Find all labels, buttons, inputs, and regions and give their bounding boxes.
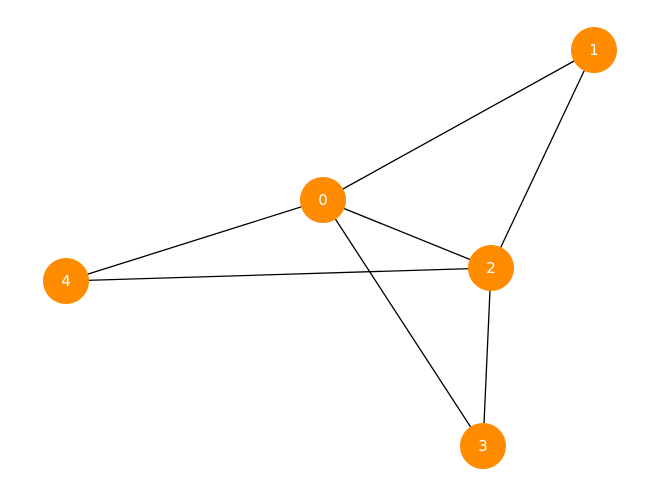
edge-2-3 (482, 267, 492, 447)
node-label: 3 (478, 437, 488, 455)
edge-0-2 (322, 199, 492, 269)
edge-0-1 (322, 49, 595, 201)
node-label: 0 (318, 191, 328, 209)
node-label: 4 (61, 272, 71, 290)
node-0: 0 (300, 177, 346, 223)
node-label: 2 (486, 259, 496, 277)
node-1: 1 (571, 27, 617, 73)
node-4: 4 (43, 258, 89, 304)
node-circle (300, 177, 346, 223)
node-3: 3 (460, 423, 506, 469)
edge-1-2 (490, 49, 595, 269)
edges-layer (65, 49, 595, 447)
node-circle (460, 423, 506, 469)
node-circle (43, 258, 89, 304)
node-circle (468, 245, 514, 291)
nodes-layer: 0 1 2 3 4 (43, 27, 617, 469)
node-circle (571, 27, 617, 73)
edge-0-4 (65, 199, 324, 282)
node-2: 2 (468, 245, 514, 291)
edge-2-4 (65, 267, 492, 282)
edge-0-3 (322, 199, 484, 447)
node-label: 1 (589, 41, 599, 59)
